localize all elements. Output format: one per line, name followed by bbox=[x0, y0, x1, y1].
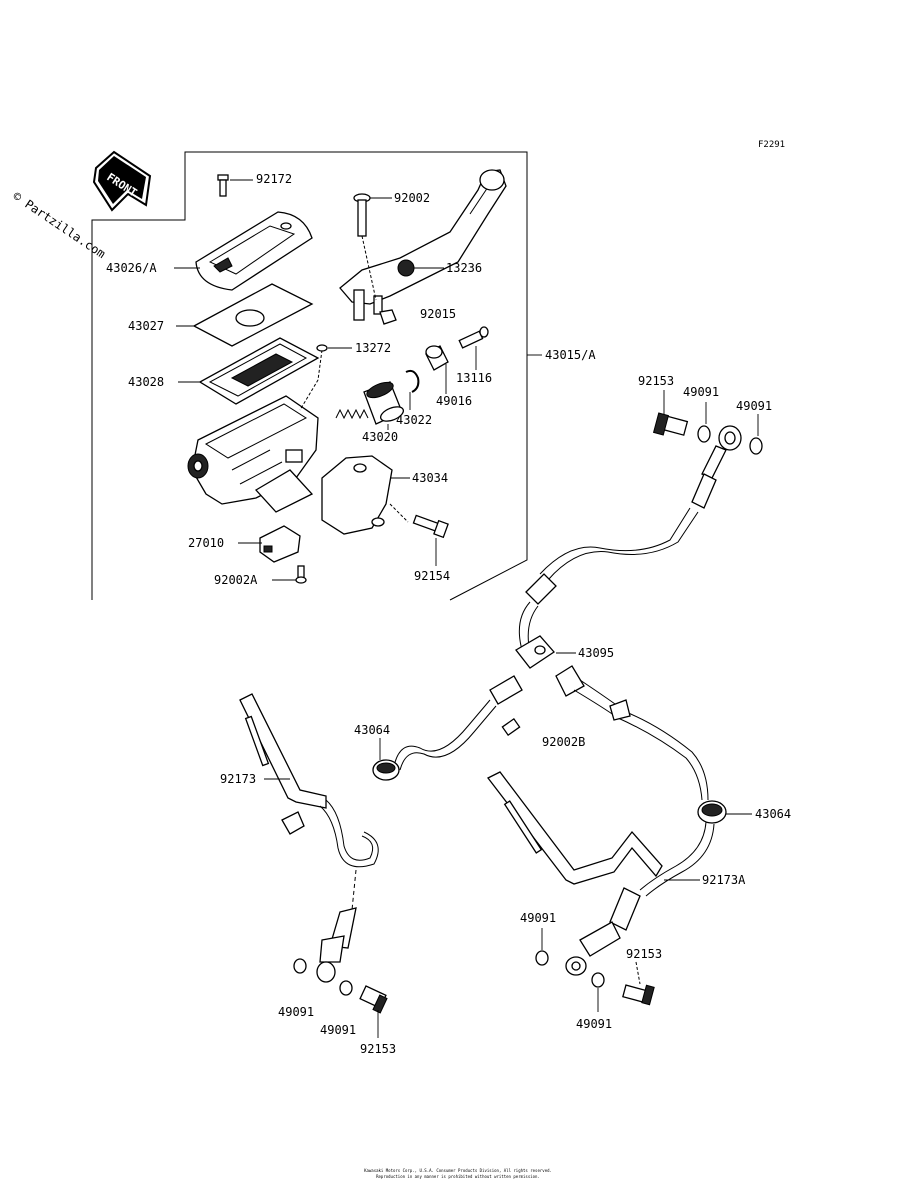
part-label-92172: 92172 bbox=[256, 172, 292, 186]
part-label-49091-botleft: 49091 bbox=[278, 1005, 314, 1019]
part-label-43034: 43034 bbox=[412, 471, 448, 485]
part-label-92154: 92154 bbox=[414, 569, 450, 583]
part-label-13116: 13116 bbox=[456, 371, 492, 385]
diaphragm-plate-43027 bbox=[176, 283, 314, 347]
washer-49091-right bbox=[591, 972, 605, 1012]
part-label-43015a: 43015/A bbox=[545, 348, 596, 362]
washer-49091-botleft bbox=[293, 958, 307, 974]
brake-hose-upper bbox=[525, 473, 717, 605]
boot-49016 bbox=[425, 345, 449, 394]
part-label-49091-top2: 49091 bbox=[736, 399, 772, 413]
part-label-92153-right: 92153 bbox=[626, 947, 662, 961]
grommet-43064-right bbox=[697, 800, 752, 824]
clamp-43034 bbox=[321, 455, 410, 535]
pin-13116 bbox=[458, 326, 489, 370]
part-label-92153-top: 92153 bbox=[638, 374, 674, 388]
part-label-92173a: 92173A bbox=[702, 873, 746, 887]
part-label-49091-mid: 49091 bbox=[520, 911, 556, 925]
cap-13272 bbox=[316, 344, 352, 352]
grommet-43064-left bbox=[372, 738, 400, 781]
reservoir-cap-43026a bbox=[174, 211, 313, 291]
part-label-49091-botmid: 49091 bbox=[320, 1023, 356, 1037]
washer-49091-top1 bbox=[697, 402, 711, 443]
part-label-49091-right: 49091 bbox=[576, 1017, 612, 1031]
bolt-92172 bbox=[217, 174, 253, 197]
brake-lever bbox=[339, 169, 507, 321]
banjo-bolt-92153-right bbox=[622, 961, 655, 1006]
assembly-frame bbox=[91, 151, 542, 601]
switch-27010 bbox=[238, 525, 301, 563]
washer-49091-top2 bbox=[749, 414, 763, 455]
screw-92002b bbox=[501, 717, 521, 737]
part-label-43026a: 43026/A bbox=[106, 261, 157, 275]
part-label-92173: 92173 bbox=[220, 772, 256, 786]
watermark: © Partzilla.com bbox=[10, 189, 108, 261]
front-arrow-icon: FRONT bbox=[92, 150, 152, 212]
bolt-92154 bbox=[412, 514, 449, 566]
bracket-92173a bbox=[487, 771, 715, 897]
circlip-43022 bbox=[405, 369, 420, 410]
part-label-43064-left: 43064 bbox=[354, 723, 390, 737]
nut-92015 bbox=[379, 309, 397, 325]
part-label-13236: 13236 bbox=[446, 261, 482, 275]
banjo-fitting-top bbox=[701, 425, 742, 479]
footer-line-2: Reproduction in any manner is prohibited… bbox=[376, 1174, 540, 1179]
screw-92002a bbox=[272, 565, 307, 584]
piston-43020 bbox=[335, 381, 405, 430]
bolt-92002 bbox=[353, 193, 392, 301]
banjo-bolt-92153-top bbox=[652, 390, 689, 436]
part-label-92002a: 92002A bbox=[214, 573, 258, 587]
splitter-43095 bbox=[515, 601, 576, 669]
footer-line-1: Kawasaki Motors Corp., U.S.A. Consumer P… bbox=[364, 1168, 552, 1173]
part-label-43095: 43095 bbox=[578, 646, 614, 660]
brake-hose-lower-left bbox=[316, 869, 357, 983]
part-label-92002: 92002 bbox=[394, 191, 430, 205]
part-label-43064-right: 43064 bbox=[755, 807, 791, 821]
diaphragm-43028 bbox=[178, 337, 320, 405]
part-label-92002b: 92002B bbox=[542, 735, 585, 749]
brake-hose-right bbox=[555, 665, 709, 801]
part-label-43028: 43028 bbox=[128, 375, 164, 389]
brake-hose-lower-right bbox=[565, 887, 641, 976]
bracket-92173 bbox=[239, 693, 379, 868]
part-label-27010: 27010 bbox=[188, 536, 224, 550]
master-cylinder-body bbox=[187, 395, 319, 513]
washer-49091-botmid bbox=[339, 980, 353, 996]
part-label-49091-top1: 49091 bbox=[683, 385, 719, 399]
brake-hose-left bbox=[393, 675, 523, 771]
part-label-13272: 13272 bbox=[355, 341, 391, 355]
banjo-bolt-92153-bot bbox=[359, 985, 388, 1038]
part-label-92153-bot: 92153 bbox=[360, 1042, 396, 1056]
part-label-43022: 43022 bbox=[396, 413, 432, 427]
part-label-43027: 43027 bbox=[128, 319, 164, 333]
figure-code: F2291 bbox=[758, 140, 785, 150]
washer-49091-mid bbox=[535, 928, 549, 966]
part-label-43020: 43020 bbox=[362, 430, 398, 444]
part-label-92015: 92015 bbox=[420, 307, 456, 321]
part-label-49016: 49016 bbox=[436, 394, 472, 408]
